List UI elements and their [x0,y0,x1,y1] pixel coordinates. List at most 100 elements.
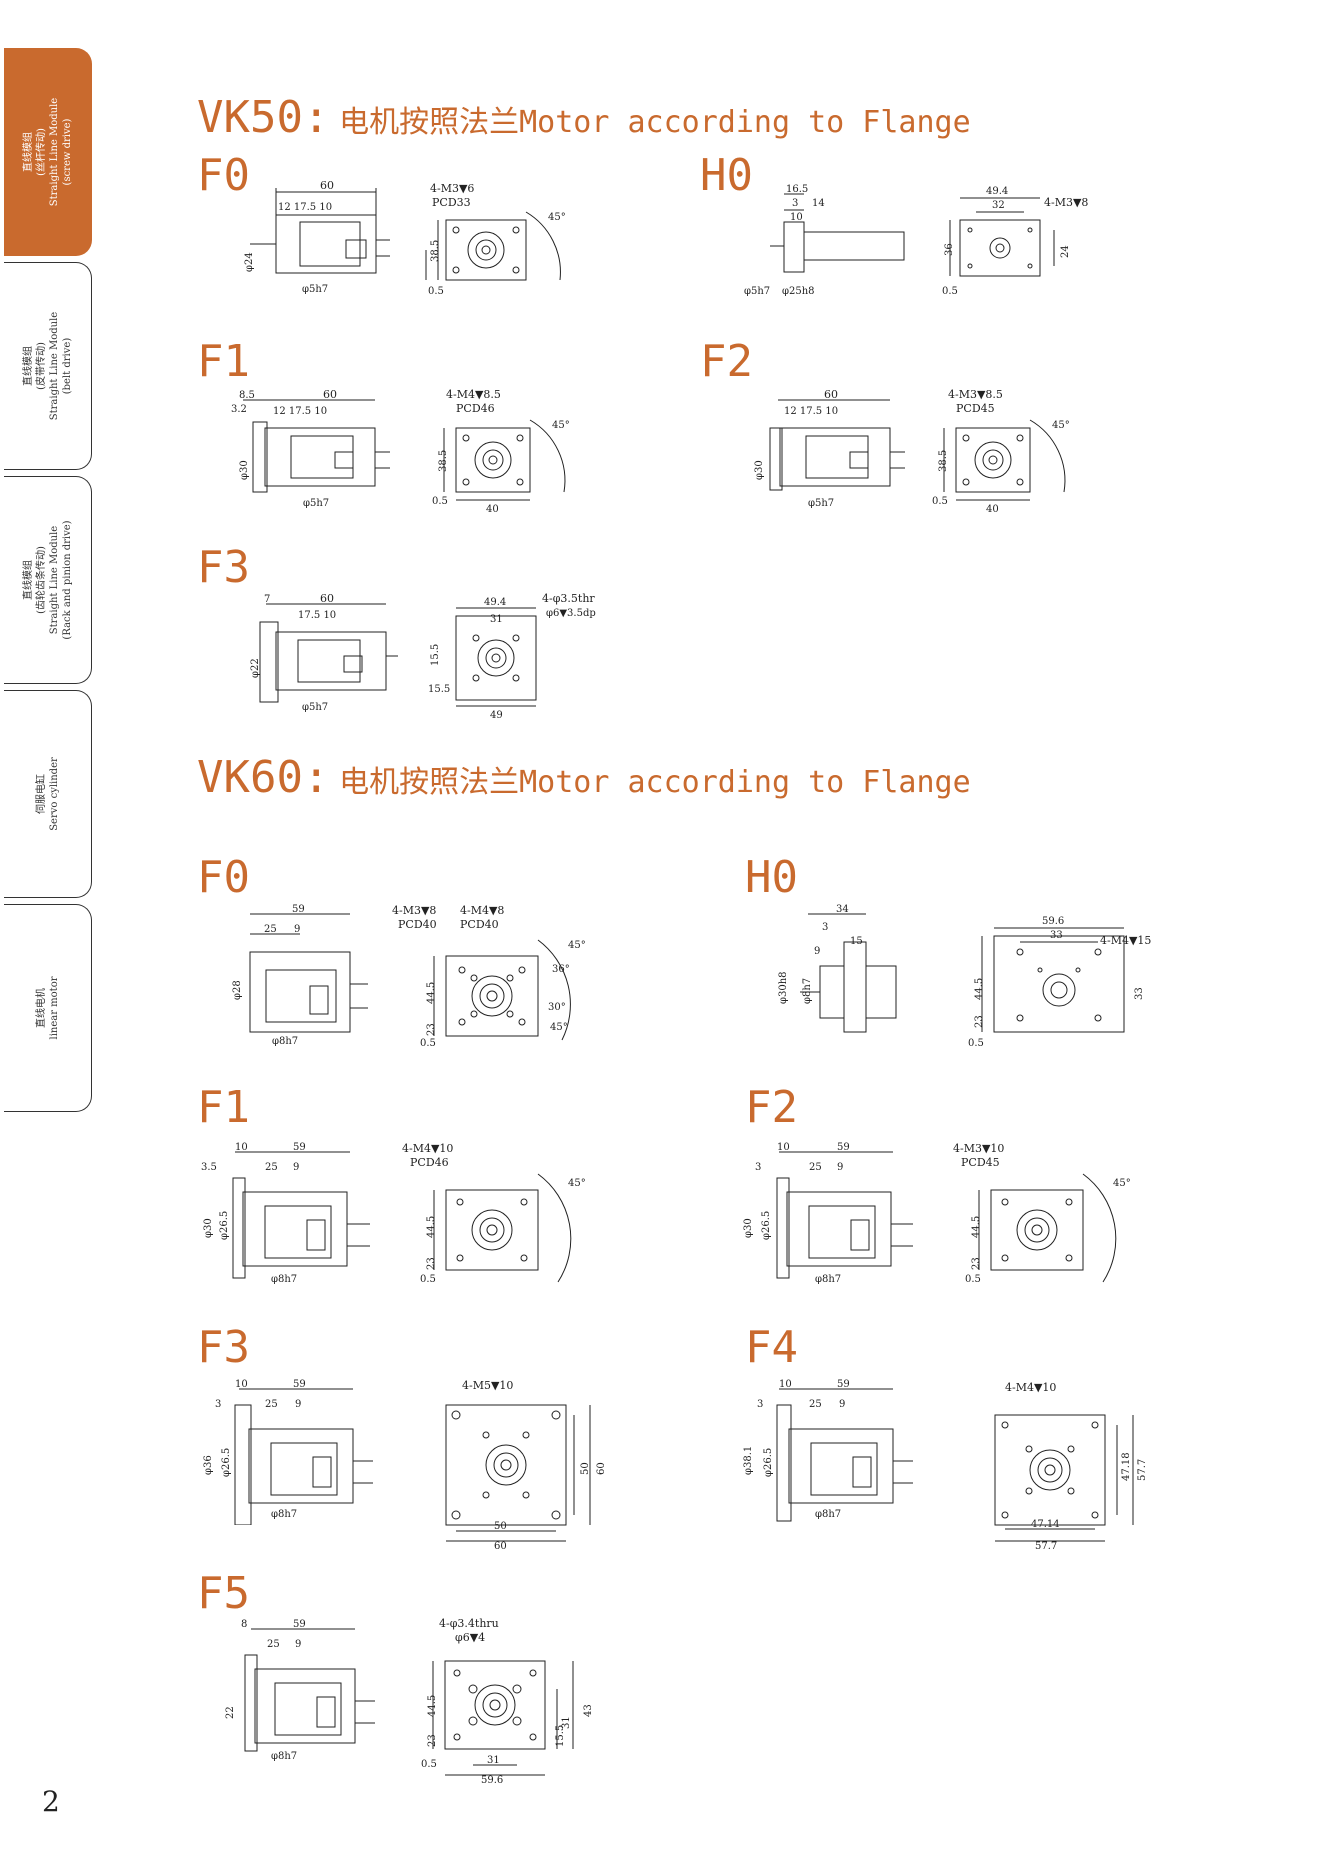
vk60-f3-front-drawing: 4-M5▼10 50 60 50 60 [430,1375,620,1550]
vk50-f3-dia: φ22 [250,658,261,678]
tab-belt-drive[interactable]: 直线模组(皮带传动)Straight Line Module(belt driv… [4,262,92,470]
vk50-f1-dims: 12 17.5 10 [273,406,327,417]
vk50-f3-h1: 15.5 [430,644,441,666]
vk50-f3-shaft: φ5h7 [302,702,328,713]
vk60-f3-h1: 50 [580,1462,591,1475]
vk60-f2-shaft: φ8h7 [815,1274,841,1285]
vk50-h0-h2: 24 [1060,245,1071,258]
tab-rack-pinion[interactable]: 直线模组(齿轮齿条传动)Straight Line Module(Rack an… [4,476,92,684]
vk60-f3-inner: 50 [494,1521,507,1532]
vk50-f0-angle: 45° [548,212,566,223]
vk50-f2-label: F2 [700,336,753,387]
tab-rack-pinion-label: 直线模组(齿轮齿条传动)Straight Line Module(Rack an… [22,520,73,640]
vk60-f4-dia: φ38.1 [743,1446,754,1475]
vk60-f2-height: 44.5 [971,1216,982,1238]
vk60-f5-width: 59.6 [481,1775,503,1785]
vk60-f5-height: 44.5 [427,1695,438,1717]
vk50-h0-d: 10 [790,212,803,223]
vk50-f3-a: 7 [264,594,270,605]
vk50-f1-length: 60 [323,388,337,401]
vk60-f0-a: 25 [264,924,277,935]
vk50-h0-label: H0 [700,150,753,201]
vk50-f1-a: 8.5 [239,390,255,401]
vk50-f2-angle: 45° [1052,420,1070,431]
vk50-f3-cbore: φ6▼3.5dp [546,608,596,619]
vk50-f0-holes: 4-M3▼6 [430,182,474,195]
vk60-h0-b: 3 [822,922,828,933]
tab-screw-drive[interactable]: 直线模组(丝杆传动)Straight Line Module(screw dri… [4,48,92,256]
vk50-h0-dia: φ25h8 [782,286,815,297]
vk60-f3-length: 59 [293,1379,306,1390]
vk60-f1-c: 25 [265,1162,278,1173]
vk60-f2-dia2: φ26.5 [761,1211,772,1240]
vk60-f2-c: 25 [809,1162,822,1173]
vk60-f4-outer: 57.7 [1035,1541,1057,1550]
vk50-f3-base: 15.5 [428,684,450,695]
vk60-model: VK60: [197,752,330,803]
vk60-f1-label: F1 [197,1082,250,1133]
vk60-f4-shaft: φ8h7 [815,1509,841,1520]
vk60-f1-holes: 4-M4▼10 [402,1142,453,1155]
vk60-f1-dia: φ30 [203,1218,214,1238]
vk50-h0-holes: 4-M3▼8 [1044,196,1088,209]
vk50-f2-dims: 12 17.5 10 [784,406,838,417]
vk50-h0-offset: 0.5 [942,286,958,297]
vk60-f0-front-drawing: 4-M3▼8 4-M4▼8 PCD40 PCD40 45° 36° 30° 45… [390,900,590,1050]
vk60-f3-label: F3 [197,1322,250,1373]
vk60-h0-holes: 4-M4▼15 [1100,934,1151,947]
vk60-f3-holes: 4-M5▼10 [462,1379,513,1392]
vk50-f2-pcd: PCD45 [956,402,995,415]
vk60-f0-dia: φ28 [232,980,243,1000]
vk60-f5-h2: 31 [561,1716,572,1729]
vk60-f1-shaft: φ8h7 [271,1274,297,1285]
vk60-heading: VK60: 电机按照法兰Motor according to Flange [197,752,971,803]
vk60-f0-holes1: 4-M3▼8 [392,904,436,917]
vk60-f5-a: 8 [241,1619,247,1630]
vk60-f3-outer: 60 [494,1541,507,1550]
vk60-f0-offset: 0.5 [420,1038,436,1049]
vk50-f0-height: 38.5 [430,240,441,262]
vk50-f0-shaft: φ5h7 [302,284,328,295]
vk50-f1-height: 38.5 [438,450,449,472]
vk60-f1-length: 59 [293,1142,306,1153]
vk60-f4-h2: 57.7 [1137,1459,1148,1481]
vk60-f2-a: 10 [777,1142,790,1153]
vk60-h0-width: 59.6 [1042,916,1064,927]
vk50-f0-dims: 12 17.5 10 [278,202,332,213]
vk50-f1-pcd: PCD46 [456,402,495,415]
vk50-f2-offset: 0.5 [932,496,948,507]
vk50-h0-inner: 32 [992,200,1005,211]
vk50-f2-length: 60 [824,388,838,401]
vk60-f2-label: F2 [745,1082,798,1133]
vk50-f3-label: F3 [197,542,250,593]
vk50-f1-side-drawing: 8.5 60 3.2 12 17.5 10 φ30 φ5h7 [225,388,400,513]
vk60-f2-d: 9 [837,1162,843,1173]
vk60-f0-holes2: 4-M4▼8 [460,904,504,917]
vk60-f3-a: 10 [235,1379,248,1390]
vk60-h0-h2: 33 [1134,987,1145,1000]
vk50-f2-front-drawing: 4-M3▼8.5 PCD45 45° 38.5 0.5 40 [920,388,1090,513]
vk50-f3-width: 49.4 [484,597,506,608]
vk60-f5-shaft: φ8h7 [271,1751,297,1762]
vk60-f0-height: 44.5 [426,982,437,1004]
vk60-f4-inner: 47.14 [1031,1519,1060,1530]
vk50-f1-offset: 0.5 [432,496,448,507]
vk60-f5-dia: 22 [225,1706,236,1719]
vk60-f5-base: 23 [427,1734,438,1747]
vk60-f3-shaft: φ8h7 [271,1509,297,1520]
vk60-f4-a: 10 [779,1379,792,1390]
vk50-f0-label: F0 [197,150,250,201]
vk50-f3-dims: 17.5 10 [298,610,336,621]
vk60-f0-base: 23 [426,1023,437,1036]
vk60-f3-c: 25 [265,1399,278,1410]
vk60-f2-length: 59 [837,1142,850,1153]
vk60-f2-side-drawing: 10 59 3 25 9 φ30 φ26.5 φ8h7 [735,1138,920,1288]
vk60-f2-angle: 45° [1113,1178,1131,1189]
vk60-f1-height: 44.5 [426,1216,437,1238]
vk50-f0-length: 60 [320,180,334,192]
vk60-f4-side-drawing: 10 59 3 25 9 φ38.1 φ26.5 φ8h7 [735,1375,920,1525]
